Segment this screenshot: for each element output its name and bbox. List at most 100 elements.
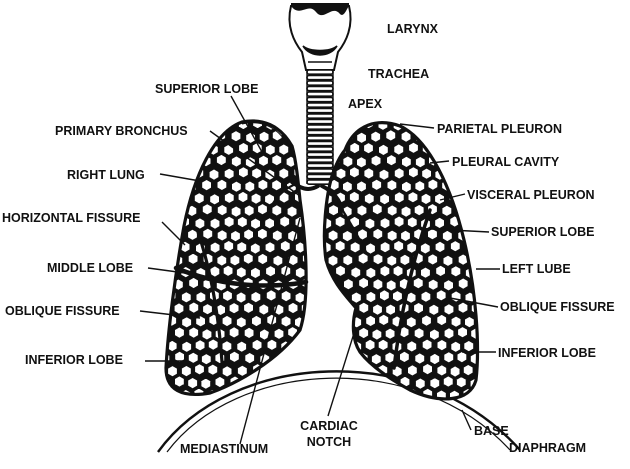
- leader-line: [209, 130, 301, 197]
- right-lung-alveolus: [185, 226, 200, 243]
- right-lung-alveolus: [241, 250, 256, 267]
- left-lung-alveolus: [406, 139, 421, 156]
- right-lung-alveolus: [144, 252, 155, 265]
- left-lung-alveolus: [448, 263, 463, 280]
- right-lung-alveolus: [170, 178, 185, 195]
- right-horizontal-fissure: [173, 265, 309, 288]
- trachea-ring: [306, 129, 334, 136]
- label-apex: APEX: [348, 97, 383, 111]
- right-lung-alveolus: [191, 120, 206, 131]
- right-lung-alveolus: [198, 129, 213, 145]
- left-lung-alveolus: [370, 251, 386, 268]
- left-lung-alveolus: [470, 250, 478, 267]
- right-lung-alveolus: [242, 202, 257, 219]
- right-lung-alveolus: [150, 265, 161, 278]
- right-lung-alveolus: [220, 313, 235, 329]
- left-lung-alveolus: [405, 214, 420, 231]
- right-lung-alveolus: [241, 299, 256, 316]
- left-lung-alveolus: [362, 190, 377, 207]
- left-lung-alveolus: [340, 252, 355, 269]
- label-diaphragm: DIAPHRAGM: [509, 441, 587, 455]
- left-lung-alveolus: [368, 375, 383, 392]
- left-lung-alveolus: [461, 362, 476, 379]
- right-lung-alveolus: [151, 217, 162, 230]
- right-lung-alveolus: [191, 140, 206, 156]
- label-superior-lobe-right: SUPERIOR LOBE: [155, 82, 259, 96]
- left-lung-alveolus: [324, 336, 335, 353]
- right-lung-alveolus: [227, 324, 242, 341]
- right-lung-alveolus: [250, 140, 265, 156]
- label-visceral-pleuron: VISCERAL PLEURON: [467, 188, 595, 202]
- right-lung-alveolus: [150, 289, 161, 302]
- right-lung-alveolus: [264, 361, 279, 378]
- right-lung-alveolus: [166, 142, 179, 158]
- right-lung-alveolus: [145, 377, 156, 390]
- left-lung-alveolus: [425, 251, 440, 268]
- left-lung-alveolus: [392, 213, 407, 230]
- left-lung-alveolus: [363, 312, 378, 329]
- right-lung-alveolus: [221, 262, 236, 279]
- left-lung-alveolus: [415, 107, 427, 120]
- left-lung-alveolus: [377, 263, 392, 280]
- trachea-ring: [306, 74, 334, 81]
- right-lung-alveolus: [177, 140, 192, 157]
- left-lung-alveolus: [383, 127, 398, 144]
- left-lung-alveolus: [433, 142, 448, 158]
- right-lung-alveolus: [152, 193, 164, 206]
- right-lung-alveolus: [170, 203, 185, 220]
- left-lung-alveolus: [391, 141, 406, 158]
- left-lung-alveolus: [441, 301, 457, 318]
- leader-line: [147, 267, 186, 274]
- left-lung-alveolus: [378, 239, 393, 256]
- left-lung-alveolus: [370, 401, 381, 414]
- left-lung-alveolus: [333, 165, 349, 182]
- left-lung-alveolus: [418, 288, 433, 305]
- right-lung-alveolus: [166, 166, 178, 182]
- right-lung-alveolus: [220, 363, 235, 380]
- left-lung-alveolus: [356, 299, 371, 316]
- right-lung-alveolus: [145, 179, 156, 192]
- left-lung-alveolus: [449, 288, 464, 305]
- label-oblique-fissure-left: OBLIQUE FISSURE: [500, 300, 615, 314]
- trachea-ring: [306, 96, 334, 103]
- trachea-ring: [306, 91, 334, 97]
- right-lung-alveolus: [143, 302, 154, 315]
- right-lung-alveolus: [184, 154, 199, 171]
- label-inferior-lobe-right: INFERIOR LOBE: [25, 353, 123, 367]
- left-lung-alveolus: [429, 401, 440, 414]
- label-cardiac-notch-line2: NOTCH: [306, 435, 352, 449]
- right-lung-alveolus: [166, 252, 170, 269]
- right-lung-alveolus: [173, 104, 184, 117]
- leader-line: [161, 221, 186, 246]
- right-lung-alveolus: [170, 153, 185, 170]
- right-lung-alveolus: [285, 105, 296, 118]
- right-lung-alveolus: [259, 401, 270, 414]
- left-lung-alveolus: [412, 202, 427, 218]
- right-lung-alveolus: [262, 215, 277, 232]
- left-lung-alveolus: [368, 128, 383, 145]
- right-lung-alveolus: [222, 189, 237, 206]
- right-lung-alveolus: [227, 300, 242, 317]
- right-lung-alveolus: [214, 152, 229, 168]
- right-lung-alveolus: [145, 203, 156, 216]
- right-lung-alveolus: [214, 177, 229, 193]
- left-lung-alveolus: [348, 264, 363, 281]
- right-lung-alveolus: [308, 266, 319, 279]
- right-lung-alveolus: [270, 252, 285, 269]
- right-lung-alveolus: [305, 385, 307, 395]
- right-lung-alveolus: [291, 338, 306, 355]
- trachea-ring: [306, 168, 334, 174]
- left-lung-alveolus: [420, 361, 435, 378]
- right-lung-alveolus: [256, 152, 271, 169]
- left-lung-alveolus: [390, 288, 405, 305]
- right-lung-alveolus: [300, 402, 311, 415]
- left-lung-alveolus: [341, 276, 356, 293]
- left-lung-alveolus: [354, 202, 370, 219]
- leader-line: [429, 160, 450, 164]
- right-lung-alveolus: [151, 338, 162, 351]
- right-lung-alveolus: [264, 311, 279, 328]
- right-lung-alveolus: [200, 201, 215, 218]
- label-mediastinum: MEDIASTINUM: [180, 442, 269, 456]
- left-lung-alveolus: [375, 122, 390, 133]
